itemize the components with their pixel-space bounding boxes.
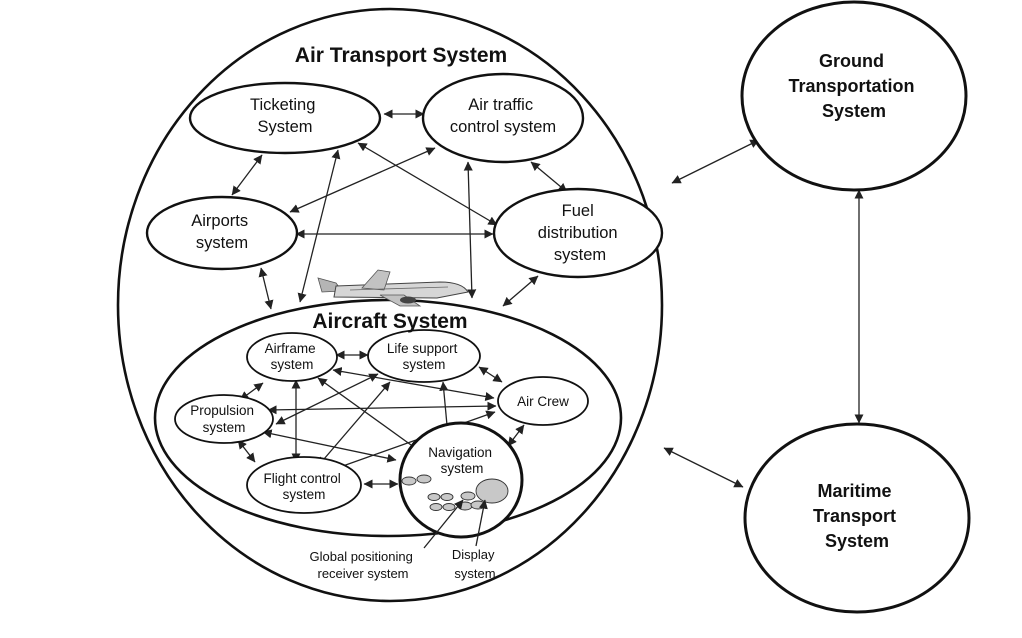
airports-system-label: Airports system bbox=[191, 212, 252, 252]
navigation-system-label: Navigation system bbox=[428, 445, 496, 476]
air-traffic-control-label: Air traffic control system bbox=[450, 96, 556, 136]
maritime-transport-node bbox=[743, 422, 971, 614]
aircraft-edges bbox=[237, 350, 525, 489]
edge-air-maritime bbox=[663, 447, 744, 488]
fuel-distribution-node bbox=[492, 187, 664, 279]
airframe-system-label: Airframe system bbox=[265, 341, 320, 372]
gps-receiver-label: Global positioning receiver system bbox=[310, 549, 417, 581]
air-crew-node bbox=[497, 376, 589, 426]
airframe-system-node bbox=[246, 332, 338, 382]
maritime-transport-label: Maritime Transport System bbox=[813, 481, 901, 551]
air-crew-label: Air Crew bbox=[517, 394, 569, 409]
life-support-system-label: Life support system bbox=[387, 341, 461, 372]
propulsion-system-node bbox=[174, 394, 274, 444]
aircraft-system-title: Aircraft System bbox=[312, 310, 467, 333]
propulsion-system-label: Propulsion system bbox=[190, 403, 258, 435]
air-traffic-control-node bbox=[421, 72, 585, 164]
life-support-system-node bbox=[367, 329, 481, 383]
airplane-image bbox=[317, 269, 469, 307]
flight-control-system-node bbox=[246, 456, 362, 514]
air-transport-title: Air Transport System bbox=[295, 44, 507, 67]
edge-air-ground bbox=[671, 139, 760, 184]
airports-system-node bbox=[145, 195, 299, 271]
ground-transportation-label: Ground Transportation System bbox=[788, 51, 919, 121]
external-edges bbox=[663, 139, 864, 488]
ticketing-system-label: Ticketing System bbox=[250, 96, 320, 136]
fuel-distribution-label: Fuel distribution system bbox=[538, 202, 622, 264]
flight-control-system-label: Flight control system bbox=[263, 471, 344, 502]
display-system-label: Display system bbox=[452, 547, 498, 581]
air-transport-edges bbox=[231, 109, 568, 310]
component-pointers bbox=[423, 499, 488, 549]
ground-transportation-node bbox=[740, 0, 968, 192]
ticketing-system-node bbox=[188, 81, 382, 155]
